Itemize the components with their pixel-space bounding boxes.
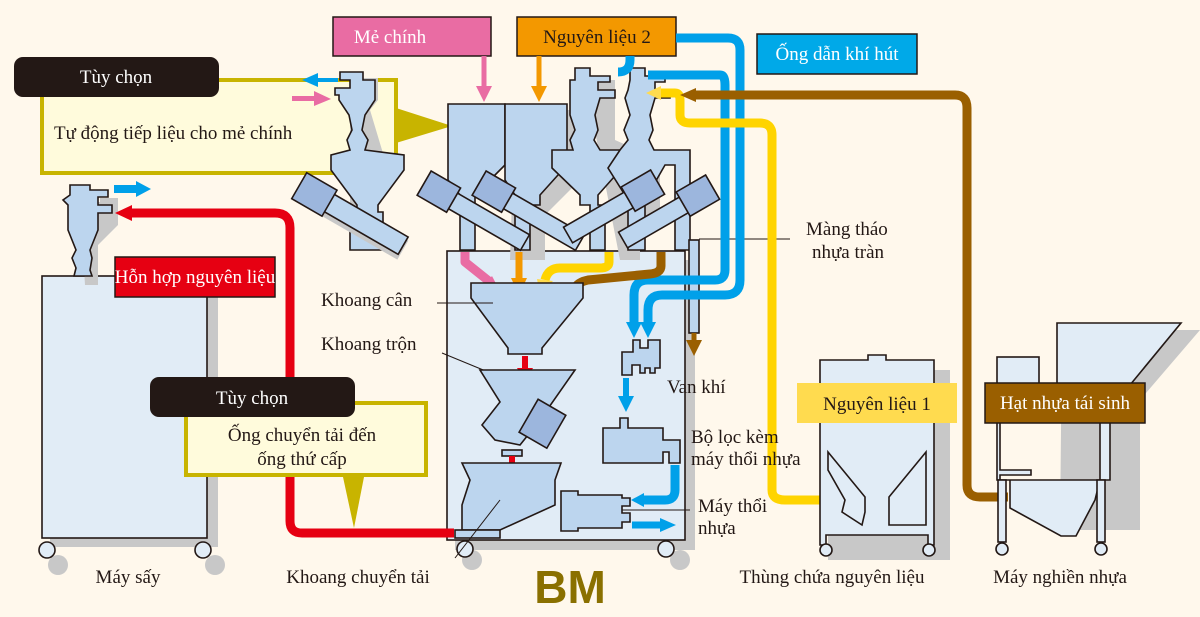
mixed-material-label: Hỗn hợp nguyên liệu	[115, 267, 276, 288]
option-header-1-text: Tùy chọn	[80, 67, 153, 88]
option-header-1	[14, 57, 219, 97]
air-valve	[621, 339, 661, 376]
option-header-2-text: Tùy chọn	[216, 388, 289, 409]
option-header-2	[150, 377, 355, 417]
option-1-text: Tự động tiếp liệu cho mẻ chính	[54, 123, 293, 144]
weighing-chamber	[470, 282, 584, 355]
overflow-damper-label-1: Màng tháo	[806, 219, 888, 240]
suction-pipe-label-box	[756, 33, 918, 75]
main-batch-loader	[290, 71, 410, 260]
regrind-pipe	[690, 90, 1008, 502]
main-batch-in-arrow	[292, 91, 331, 106]
material-tank-label: Thùng chứa nguyên liệu	[740, 567, 925, 588]
mixing-chamber	[478, 369, 577, 457]
main-batch-label-box	[332, 16, 492, 57]
crusher-label: Máy nghiền nhựa	[993, 567, 1127, 588]
main-batch-label: Mẻ chính	[354, 27, 427, 48]
air-out-arrow	[302, 73, 338, 87]
dryer-label: Máy sấy	[96, 567, 161, 588]
transport-chamber-label: Khoang chuyển tải	[286, 567, 430, 588]
material2-down-arrow	[531, 86, 547, 102]
material2-label: Nguyên liệu 2	[543, 27, 651, 48]
material1-pipe	[658, 88, 843, 505]
overflow-damper-pipe	[688, 239, 700, 334]
air-valve-label: Van khí	[667, 377, 726, 398]
suction-pipes	[617, 33, 745, 338]
blower	[560, 490, 631, 532]
dryer-air-out-arrow	[114, 181, 151, 197]
filter-label-1: Bộ lọc kèm	[691, 427, 779, 448]
mixed-material-label-box	[114, 256, 276, 298]
regrind-label-box	[984, 382, 1146, 424]
brand-bm: BM	[534, 561, 606, 613]
option-2-text-line1: Ống chuyển tải đến	[228, 424, 377, 446]
option-box-secondary-pipe: Tùy chọn Ống chuyển tải đến ống thứ cấp	[150, 377, 428, 528]
material1-label: Nguyên liệu 1	[823, 394, 931, 415]
main-batch-loader-arrows	[292, 73, 338, 106]
filter-label-2: máy thổi nhựa	[691, 449, 801, 470]
material2-label-box	[516, 16, 677, 57]
overflow-arrow	[686, 340, 702, 356]
hoppers	[416, 67, 721, 260]
suction-pipe-label: Ống dẫn khí hút	[776, 43, 900, 65]
filter	[602, 417, 681, 464]
material1-label-box	[797, 383, 957, 423]
main-batch-down-arrow	[476, 86, 492, 102]
crusher	[995, 322, 1200, 556]
mixing-chamber-label: Khoang trộn	[321, 334, 417, 355]
option-2-text-line2: ống thứ cấp	[257, 449, 346, 470]
blower-label-2: nhựa	[698, 518, 736, 539]
regrind-label: Hạt nhựa tái sinh	[1000, 393, 1131, 414]
mixed-material-pipe	[130, 208, 454, 538]
weighing-chamber-label: Khoang cân	[321, 290, 413, 311]
blower-label-1: Máy thổi	[698, 496, 767, 517]
overflow-damper-label-2: nhựa tràn	[812, 242, 885, 263]
